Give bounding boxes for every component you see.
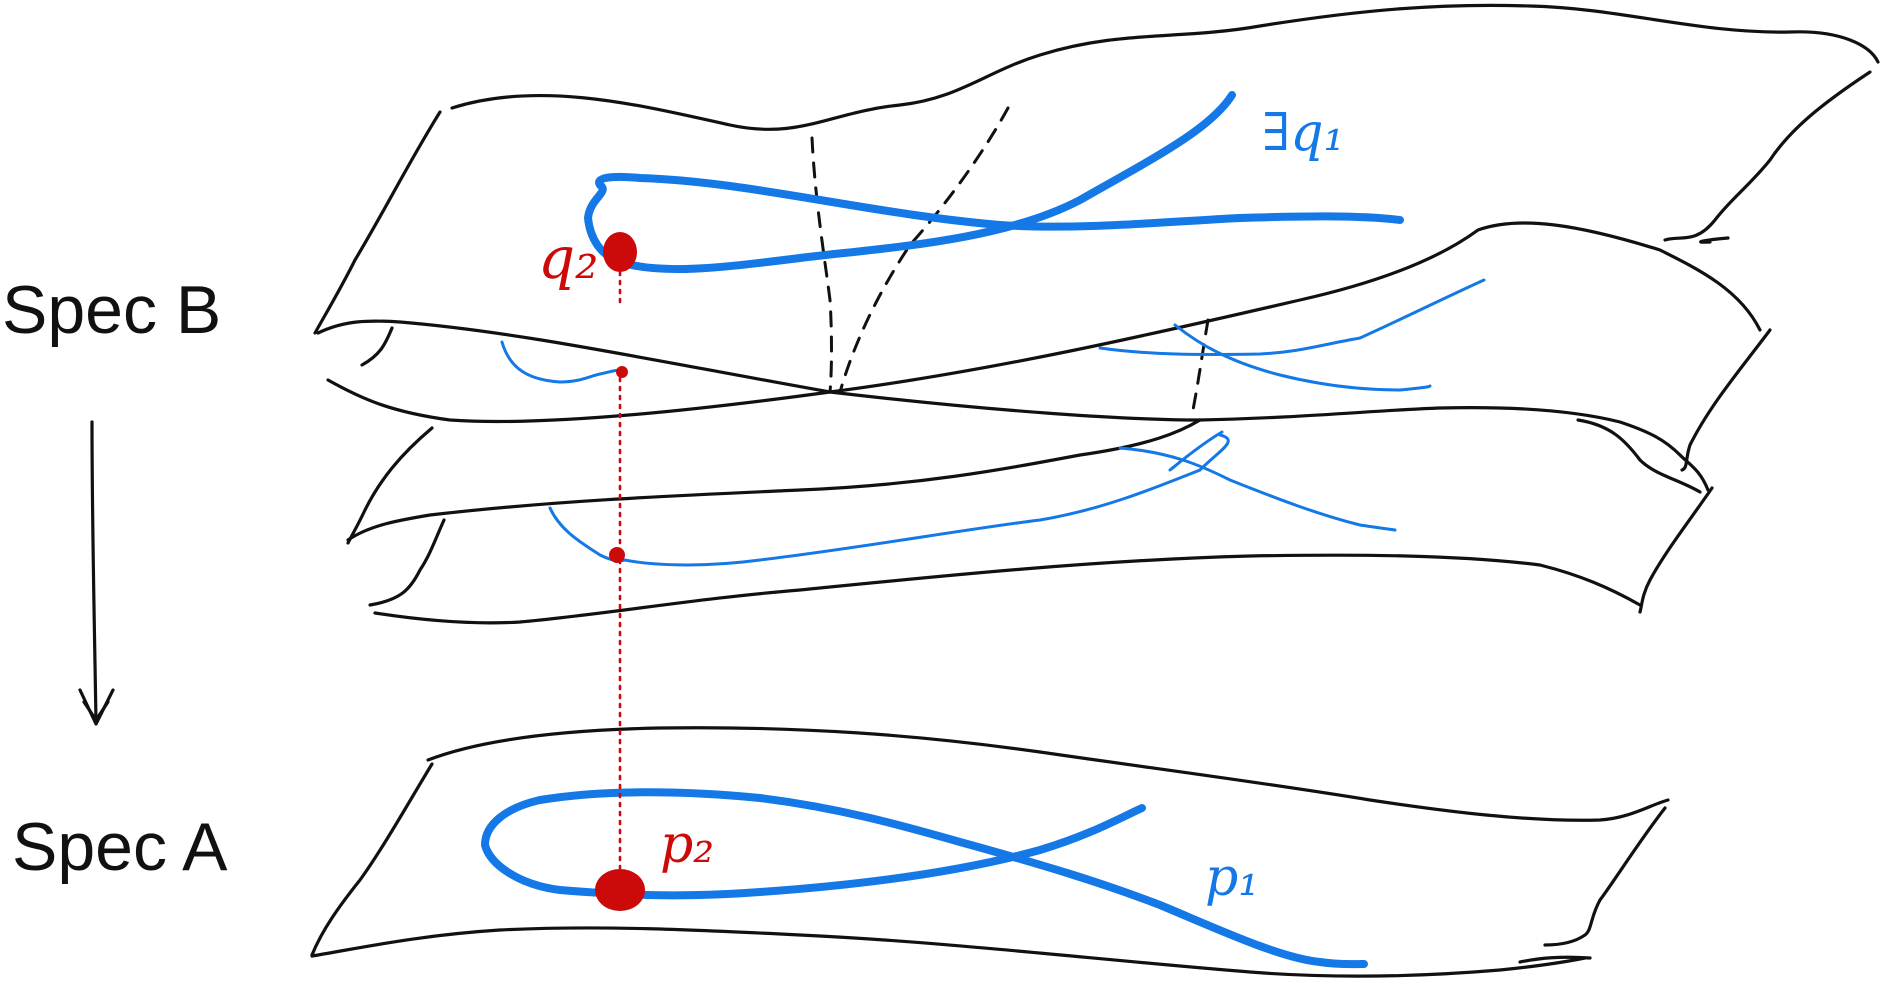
spec-b-label: Spec B <box>2 272 221 348</box>
top-sheet-right-edge <box>1663 70 1872 242</box>
exists-q1-label: ∃q₁ <box>1262 103 1344 163</box>
middle-sheet-front-edge <box>346 418 1202 542</box>
spec-a-label: Spec A <box>12 809 228 885</box>
top-sheet-thin-curve-right-b <box>1173 323 1432 392</box>
top-sheet-back-edge <box>450 3 1880 131</box>
branch-dash-1 <box>810 136 833 394</box>
bottom-sheet-back-edge <box>426 726 1670 822</box>
bottom-sheet <box>310 726 1670 978</box>
middle-sheet-thin-curve-left <box>548 433 1230 567</box>
p2-point <box>595 869 645 911</box>
top-sheet <box>313 3 1880 394</box>
middle-sheet-right-flap <box>1576 418 1702 494</box>
middle-sheet-thin-curve-right-b <box>1168 430 1224 472</box>
p1-curve <box>481 788 1368 969</box>
middle-sheet-left-edge <box>346 426 434 545</box>
q2-point <box>603 232 637 272</box>
p2-label: p₂ <box>660 815 714 875</box>
lower-sheet-front-edge <box>373 553 1642 625</box>
top-sheet-thin-curve-right-a <box>1098 278 1486 356</box>
top-sheet-front-edge <box>316 221 1762 394</box>
lower-sheet-right-edge <box>1638 486 1714 614</box>
lower-sheet <box>373 486 1714 625</box>
top-sheet-thin-curve-left <box>500 340 622 384</box>
middle-sheet-left-flap <box>368 518 446 607</box>
middle-sheet-thin-curve-right-a <box>1118 446 1397 532</box>
middle-sheet-right-edge <box>1680 328 1772 472</box>
branch-lines <box>810 106 1210 417</box>
branch-dash-2 <box>838 106 1010 394</box>
bottom-sheet-front-edge <box>310 926 1587 978</box>
top-sheet-left-flap <box>360 326 394 367</box>
arrow-shaft <box>90 420 98 724</box>
middle-sheet-back-edge <box>326 378 1710 492</box>
top-sheet-left-edge <box>313 110 442 335</box>
fiber-point-middle-sheet <box>609 547 625 563</box>
top-sheet-right-lower-edge <box>1699 236 1730 244</box>
q2-label: q₂ <box>538 224 598 292</box>
arrow-head-inner <box>82 700 110 722</box>
projection-arrow <box>78 420 115 726</box>
q1-curve <box>584 91 1404 274</box>
bottom-sheet-right-edge <box>1543 806 1667 947</box>
middle-sheet <box>326 328 1772 607</box>
fiber-point-top-sheet <box>616 366 628 378</box>
branch-dash-3 <box>1190 318 1210 417</box>
p1-label: p₁ <box>1205 848 1259 908</box>
bottom-sheet-left-edge <box>310 762 434 957</box>
